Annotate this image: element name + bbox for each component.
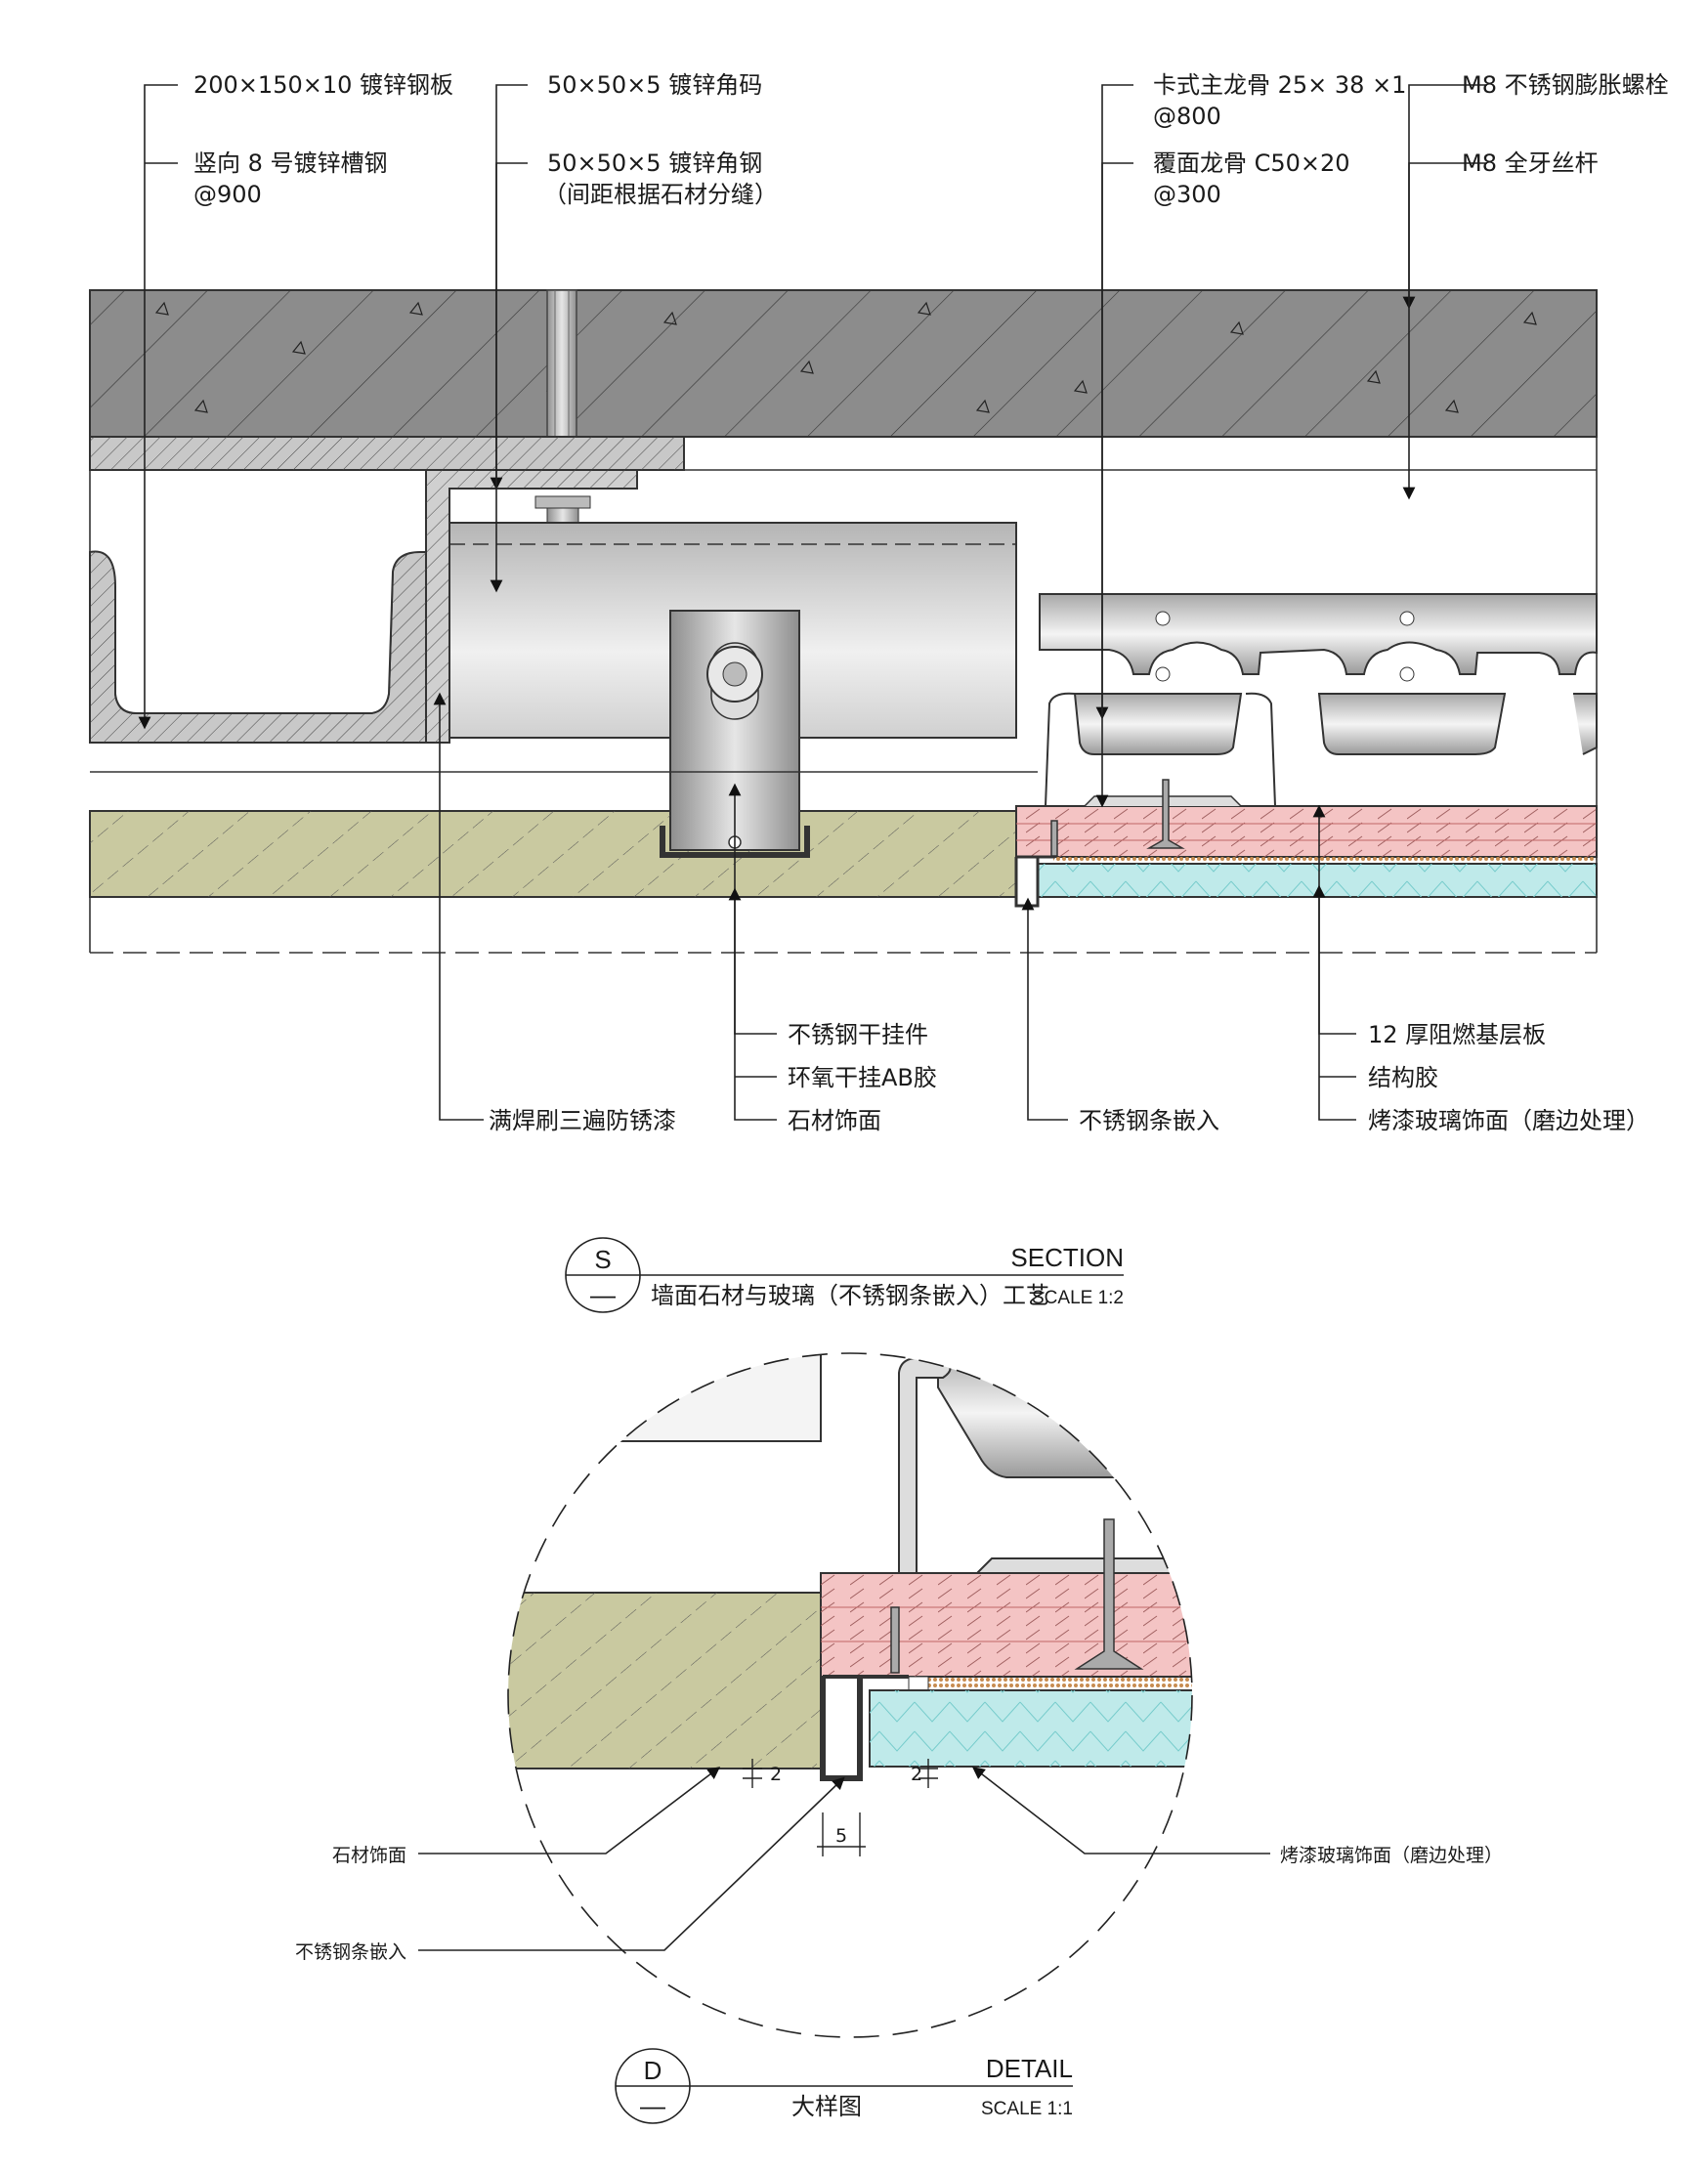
- label-threaded-rod: M8 全牙丝杆: [1462, 149, 1599, 177]
- screw-1: [1146, 779, 1185, 849]
- section-title-dash: —: [590, 1280, 616, 1309]
- label-cover-keel: 覆面龙骨 C50×20: [1153, 149, 1350, 177]
- label-cover-keel-spacing: @300: [1153, 181, 1221, 208]
- detail-title-symbol: D: [644, 2056, 662, 2085]
- detail-dimensions: [743, 1759, 938, 1856]
- section-title-en: SECTION: [1010, 1243, 1124, 1272]
- label-angle-steel: 50×50×5 镀锌角钢: [547, 149, 762, 177]
- label-glass: 烤漆玻璃饰面（磨边处理）: [1368, 1107, 1649, 1134]
- label-channel-spacing: @900: [193, 181, 262, 208]
- detail-label-strip: 不锈钢条嵌入: [295, 1941, 406, 1963]
- section-scale: SCALE 1:2: [1032, 1288, 1124, 1308]
- channel-steel: [89, 550, 427, 744]
- detail-dim-5: 5: [835, 1825, 847, 1847]
- label-ab-glue: 环氧干挂AB胶: [788, 1064, 937, 1091]
- expansion-bolt: [546, 289, 577, 438]
- detail-title-block: D — DETAIL 大样图 SCALE 1:1: [615, 2048, 1073, 2124]
- detail-label-stone: 石材饰面: [332, 1845, 406, 1866]
- detail-circle: [507, 1352, 1193, 2038]
- label-hanger: 不锈钢干挂件: [788, 1021, 928, 1048]
- section-title-cn: 墙面石材与玻璃（不锈钢条嵌入）工艺: [651, 1282, 1049, 1309]
- label-weld: 满焊刷三遍防锈漆: [489, 1107, 676, 1134]
- main-keel: [1039, 593, 1598, 807]
- detail-label-glass: 烤漆玻璃饰面（磨边处理）: [1280, 1845, 1503, 1866]
- detail-title-cn: 大样图: [791, 2093, 862, 2120]
- detail-scale: SCALE 1:1: [981, 2099, 1073, 2119]
- base-board: [1015, 795, 1598, 864]
- section-frame: [89, 290, 1598, 954]
- label-stone: 石材饰面: [788, 1107, 881, 1134]
- section-title-block: S — SECTION 墙面石材与玻璃（不锈钢条嵌入）工艺 SCALE 1:2: [565, 1237, 1124, 1313]
- label-expansion-bolt: M8 不锈钢膨胀螺栓: [1462, 71, 1669, 99]
- section-title-symbol: S: [594, 1245, 611, 1274]
- label-angle-code: 50×50×5 镀锌角码: [547, 71, 762, 99]
- label-steel-plate: 200×150×10 镀锌钢板: [193, 71, 453, 99]
- concrete-slab: [89, 289, 1598, 438]
- label-channel-steel: 竖向 8 号镀锌槽钢: [193, 149, 388, 177]
- label-main-keel: 卡式主龙骨 25× 38 ×1: [1153, 71, 1406, 99]
- detail-title-dash: —: [640, 2091, 665, 2120]
- detail-dim-2-left: 2: [770, 1764, 782, 1785]
- label-struct-glue: 结构胶: [1368, 1064, 1438, 1091]
- label-base-board: 12 厚阻燃基层板: [1368, 1021, 1546, 1048]
- detail-leaders: [418, 1767, 1270, 1951]
- label-main-keel-spacing: @800: [1153, 103, 1221, 130]
- section-leaders: [138, 84, 1487, 1121]
- label-strip: 不锈钢条嵌入: [1079, 1107, 1219, 1134]
- detail-dim-2-right: 2: [911, 1764, 922, 1785]
- glass-facing: [1037, 863, 1598, 898]
- label-angle-spacing: （间距根据石材分缝）: [543, 181, 778, 208]
- screw-2: [1050, 820, 1058, 857]
- detail-title-en: DETAIL: [986, 2054, 1073, 2083]
- stone-facing: [89, 810, 1017, 898]
- steel-plate: [89, 436, 685, 471]
